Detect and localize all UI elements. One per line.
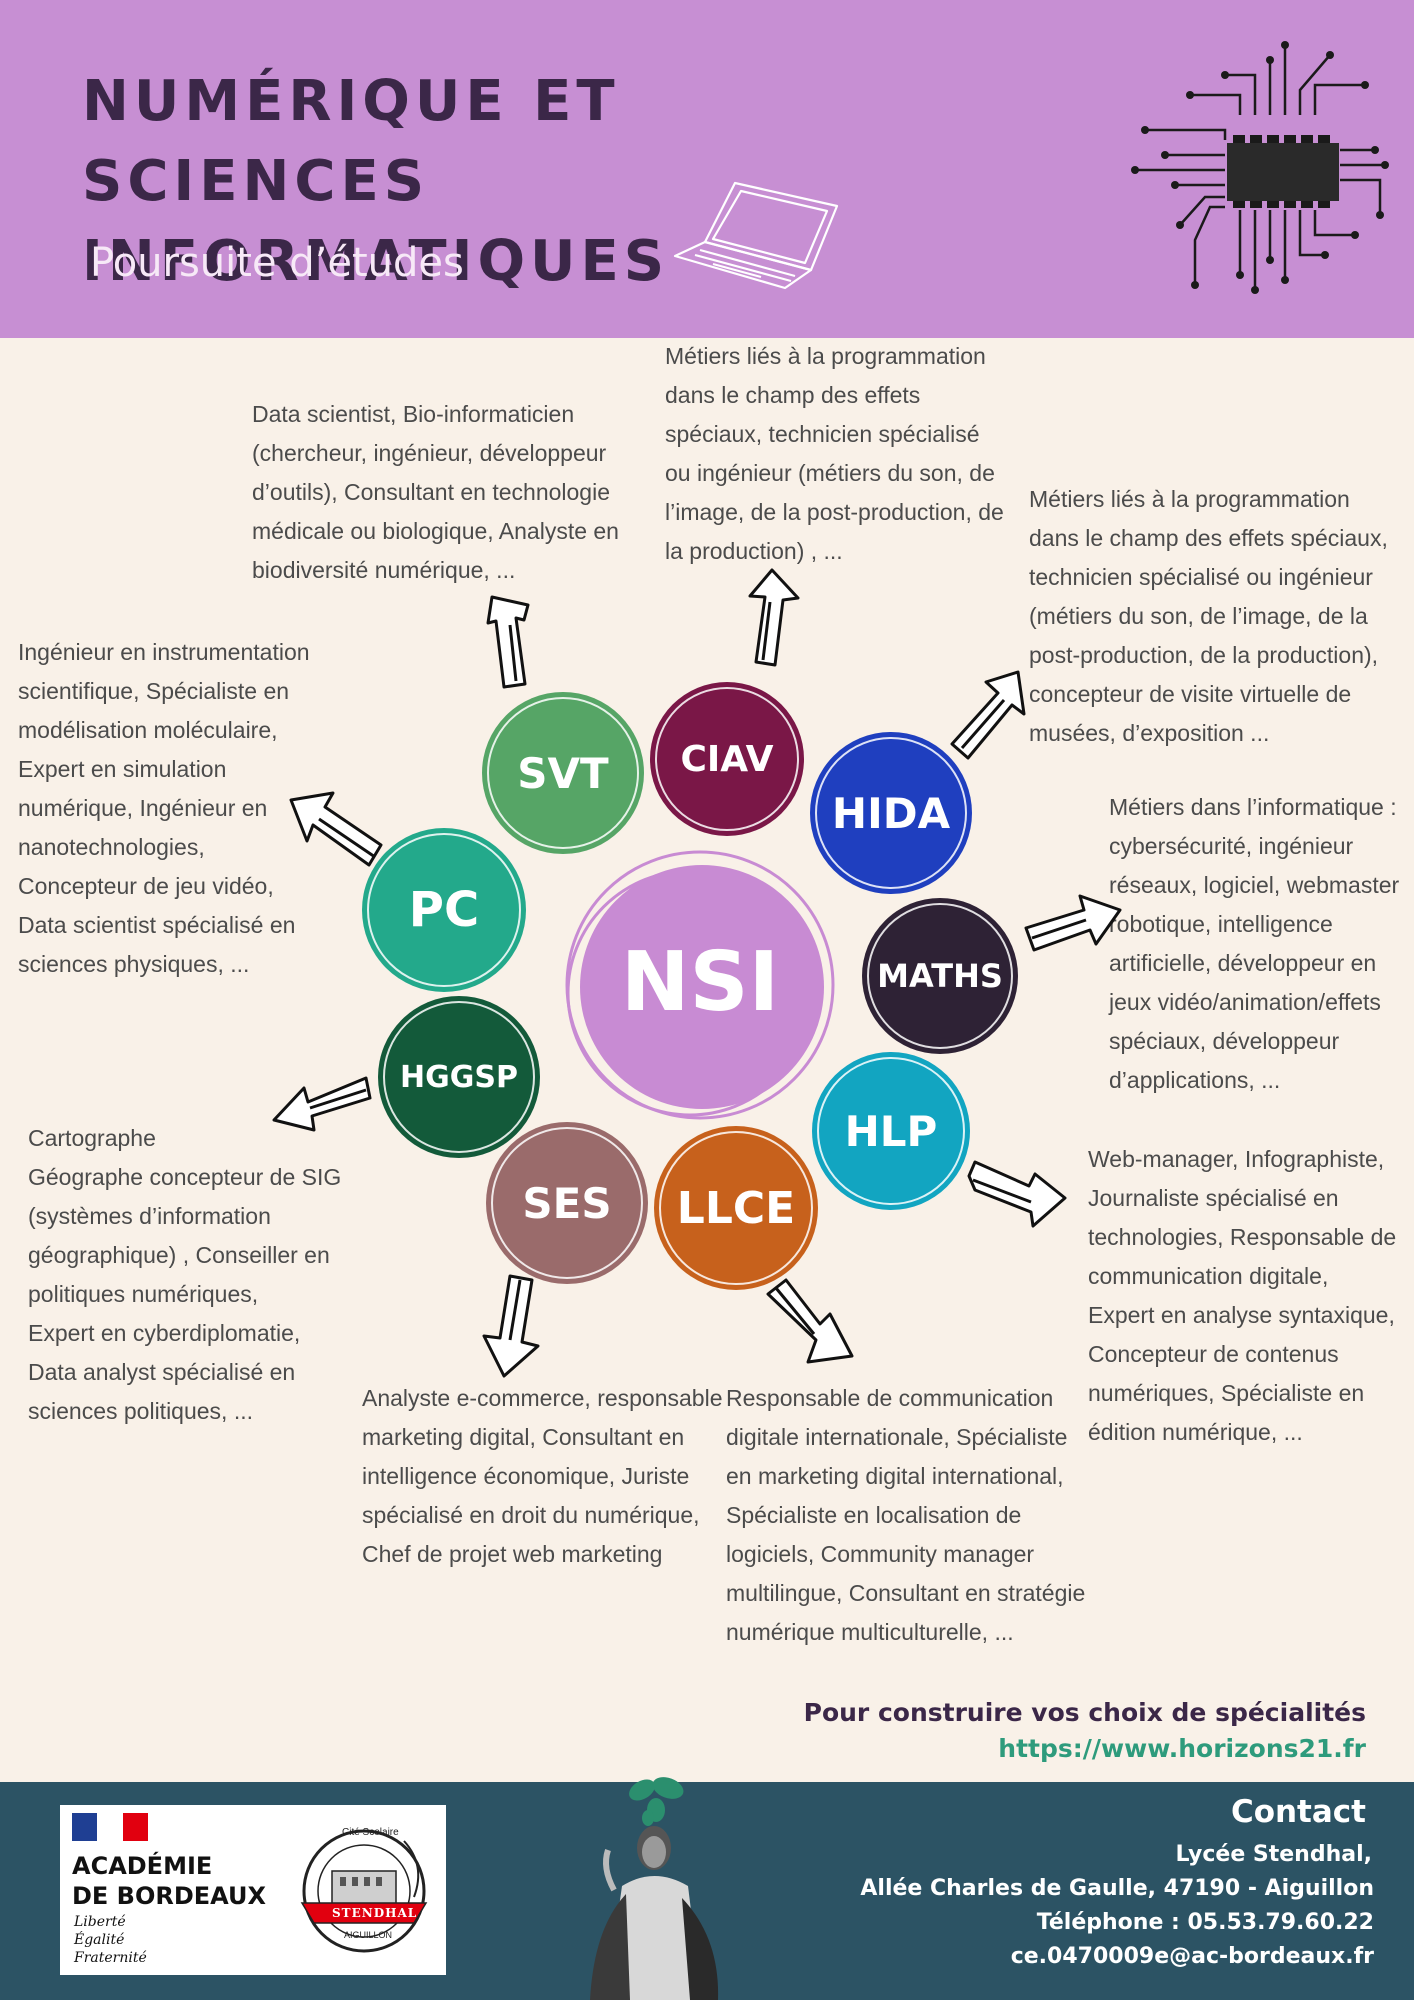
contact-school: Lycée Stendhal, [1175,1842,1372,1867]
specialty-hlp-label: HLP [844,1106,938,1156]
specialty-pc-label: PC [408,882,480,938]
careers-hlp: Web-manager, Infographiste, Journaliste … [1088,1146,1397,1445]
arrow-hida-icon [950,670,1026,760]
nsi-label: NSI [578,860,822,1104]
title-line-2: INFORMATIQUES [82,229,670,294]
careers-llce: Responsable de communication digitale in… [726,1385,1086,1645]
academy-line-1: ACADÉMIE [72,1852,213,1880]
cta-link[interactable]: https://www.horizons21.fr [998,1734,1366,1763]
specialty-hlp: HLP [812,1052,970,1210]
contact-heading: Contact [1230,1794,1366,1830]
careers-hggsp: Cartographe Géographe concepteur de SIG … [28,1125,342,1424]
arrow-ses-icon [482,1274,540,1378]
motto-liberte: Liberté [74,1914,126,1930]
motto-fraternite: Fraternité [74,1950,147,1966]
academy-name: ACADÉMIE DE BORDEAUX [72,1851,266,1911]
french-flag-logo [72,1813,148,1841]
specialty-svt-label: SVT [517,748,609,798]
motto-egalite: Égalité [74,1932,125,1948]
contact-address: Allée Charles de Gaulle, 47190 - Aiguill… [860,1876,1374,1901]
careers-svt: Data scientist, Bio-informaticien (cherc… [252,401,619,583]
page-subtitle: Poursuite d’études [90,240,464,286]
specialty-llce-label: LLCE [676,1182,796,1234]
specialty-pc: PC [362,828,526,992]
arrow-hggsp-icon [272,1076,372,1132]
republic-motto: Liberté Égalité Fraternité [74,1913,147,1967]
academy-line-2: DE BORDEAUX [72,1882,266,1910]
nsi-center-circle [565,850,835,1120]
specialty-maths-label: MATHS [877,957,1003,995]
specialty-ciav-label: CIAV [680,738,774,780]
arrow-hlp-icon [967,1160,1067,1228]
dancer-illustration [590,1777,719,2000]
specialty-ciav: CIAV [650,682,804,836]
seal-bottom-text: AIGUILLON [344,1930,393,1940]
school-seal-logo [300,1829,428,1953]
microchip-icon [1131,41,1389,294]
nsi-text: NSI [620,934,780,1030]
seal-banner-text: STENDHAL [332,1906,418,1920]
specialty-hida: HIDA [810,732,972,894]
specialty-hggsp: HGGSP [378,996,540,1158]
cta-text: Pour construire vos choix de spécialités [803,1698,1366,1727]
specialty-llce: LLCE [654,1126,818,1290]
careers-hida: Métiers liés à la programmation dans le … [1029,486,1388,746]
contact-email[interactable]: ce.0470009e@ac-bordeaux.fr [1010,1944,1374,1969]
arrow-maths-icon [1024,894,1122,952]
arrow-svt-icon [486,595,530,689]
specialty-ses-label: SES [522,1178,612,1228]
seal-top-text: Cité Scolaire [342,1827,399,1838]
specialty-hida-label: HIDA [831,788,951,838]
laptop-icon [673,181,839,290]
specialty-maths: MATHS [862,898,1018,1054]
specialty-ses: SES [486,1122,648,1284]
arrow-pc-icon [289,791,383,867]
careers-ses: Analyste e-commerce, responsable marketi… [362,1385,723,1567]
arrow-ciav-icon [748,568,800,667]
title-line-1: NUMÉRIQUE ET SCIENCES [82,69,620,214]
careers-pc: Ingénieur en instrumentation scientifiqu… [18,639,310,977]
specialty-svt: SVT [482,692,644,854]
page-title: NUMÉRIQUE ET SCIENCES INFORMATIQUES [82,62,982,302]
contact-phone: Téléphone : 05.53.79.60.22 [1036,1910,1374,1935]
careers-maths: Métiers dans l’informatique : cybersécur… [1109,794,1400,1093]
arrow-llce-icon [766,1278,854,1364]
specialty-hggsp-label: HGGSP [400,1059,518,1095]
logos-panel: ACADÉMIE DE BORDEAUX Liberté Égalité Fra… [60,1805,446,1975]
careers-ciav: Métiers liés à la programmation dans le … [665,343,1004,564]
